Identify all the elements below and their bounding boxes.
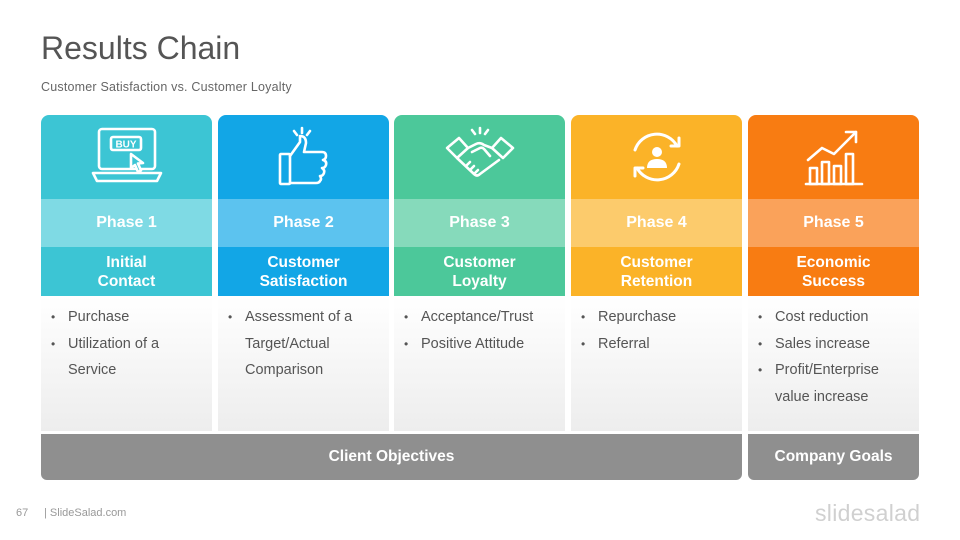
phase-column-4: Phase 4 Customer Retention Repurchase Re… xyxy=(571,115,742,431)
svg-text:BUY: BUY xyxy=(115,140,136,151)
growth-chart-icon xyxy=(804,130,863,186)
phase-column-2: Phase 2 Customer Satisfaction Assessment… xyxy=(218,115,389,431)
list-item: Profit/Enterprise value increase xyxy=(758,357,913,410)
page-number: 67 xyxy=(16,507,29,519)
buy-laptop-icon: BUY xyxy=(91,127,162,183)
list-item: Repurchase xyxy=(581,304,736,331)
phase-3-label: Phase 3 xyxy=(394,199,565,247)
phase-2-icon-box xyxy=(218,115,389,199)
phase-4-name: Customer Retention xyxy=(571,247,742,296)
page-title: Results Chain xyxy=(41,30,241,66)
phase-column-5: Phase 5 Economic Success Cost reduction … xyxy=(748,115,919,431)
phase-3-name: Customer Loyalty xyxy=(394,247,565,296)
phase-3-list: Acceptance/Trust Positive Attitude xyxy=(394,296,565,431)
footer-site: | SlideSalad.com xyxy=(44,507,127,519)
brand-logo: slidesalad xyxy=(815,500,921,526)
phase-5-label: Phase 5 xyxy=(748,199,919,247)
phase-5-list: Cost reduction Sales increase Profit/Ent… xyxy=(748,296,919,431)
list-item: Sales increase xyxy=(758,331,913,358)
phase-1-list: Purchase Utilization of a Service xyxy=(41,296,212,431)
handshake-icon xyxy=(445,126,514,177)
phase-2-name: Customer Satisfaction xyxy=(218,247,389,296)
phase-4-list: Repurchase Referral xyxy=(571,296,742,431)
company-goals-bar: Company Goals xyxy=(748,434,919,480)
phase-1-icon-box: BUY xyxy=(41,115,212,199)
list-item: Utilization of a Service xyxy=(51,331,206,384)
list-item: Acceptance/Trust xyxy=(404,304,559,331)
phase-2-label: Phase 2 xyxy=(218,199,389,247)
phase-2-list: Assessment of a Target/Actual Comparison xyxy=(218,296,389,431)
phase-column-3: Phase 3 Customer Loyalty Acceptance/Trus… xyxy=(394,115,565,431)
phase-3-icon-box xyxy=(394,115,565,199)
page-subtitle: Customer Satisfaction vs. Customer Loyal… xyxy=(41,80,292,94)
phase-1-label: Phase 1 xyxy=(41,199,212,247)
list-item: Cost reduction xyxy=(758,304,913,331)
refresh-user-icon xyxy=(633,132,680,182)
list-item: Assessment of a Target/Actual Comparison xyxy=(228,304,383,384)
list-item: Positive Attitude xyxy=(404,331,559,358)
list-item: Purchase xyxy=(51,304,206,331)
phase-4-icon-box xyxy=(571,115,742,199)
thumbs-up-icon xyxy=(278,126,327,186)
client-objectives-bar: Client Objectives xyxy=(41,434,742,480)
phase-1-name: Initial Contact xyxy=(41,247,212,296)
list-item: Referral xyxy=(581,331,736,358)
phase-5-icon-box xyxy=(748,115,919,199)
phase-column-1: BUY Phase 1 Initial Contact Purchase Uti… xyxy=(41,115,212,431)
phase-4-label: Phase 4 xyxy=(571,199,742,247)
phase-5-name: Economic Success xyxy=(748,247,919,296)
